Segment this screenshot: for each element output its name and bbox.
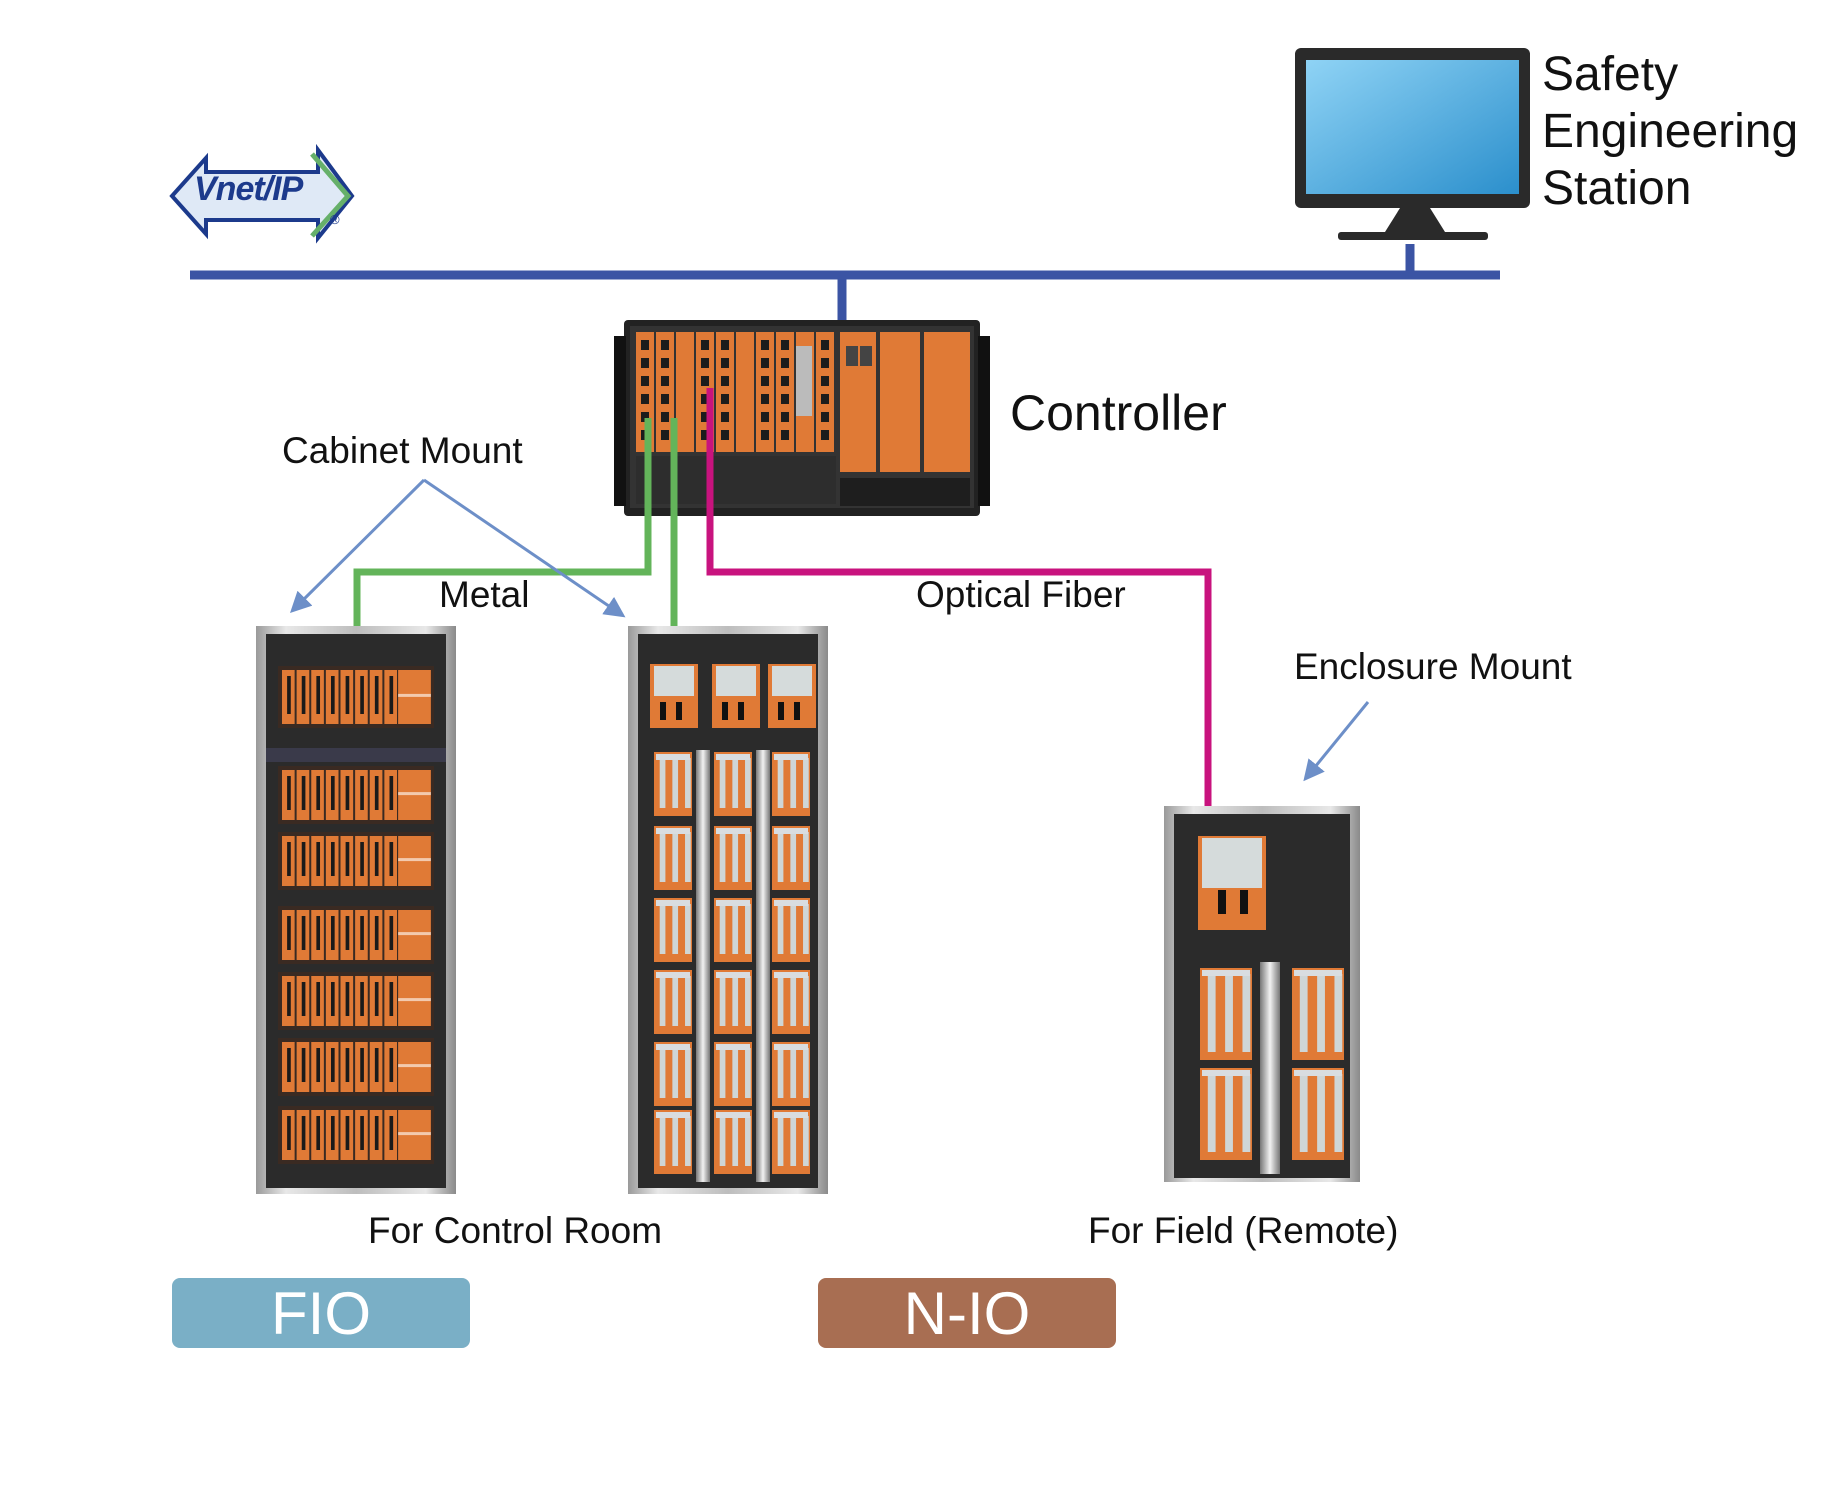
nio-io-module [772, 898, 810, 962]
for-control-room-label: For Control Room [368, 1210, 663, 1251]
nio-io-module [714, 1110, 752, 1174]
controller-io-module [676, 332, 694, 452]
nio-badge: N-IO [818, 1278, 1116, 1348]
vnet-ip-logo-shape [169, 143, 355, 244]
nio-io-module [654, 970, 692, 1034]
pointer-arrows [290, 478, 1370, 782]
nio-io-module [1292, 1068, 1344, 1160]
nio-io-module [654, 826, 692, 890]
nio-io-module [1292, 968, 1344, 1060]
controller-cpu-module-1 [880, 332, 920, 472]
nio-io-module [772, 826, 810, 890]
station-label-line-1: Safety [1542, 48, 1679, 101]
controller-io-module [736, 332, 754, 452]
nio-io-module [714, 1042, 752, 1106]
field-enclosure [1164, 806, 1360, 1182]
safety-engineering-station-label: Safety Engineering Station [1542, 46, 1798, 217]
fio-cabinet [256, 626, 456, 1194]
nio-io-module [714, 898, 752, 962]
fio-badge: FIO [172, 1278, 470, 1348]
vnet-ip-registered-mark: ® [330, 212, 340, 227]
controller-label: Controller [1010, 385, 1227, 441]
fio-node-unit [278, 972, 434, 1030]
controller-cpu-module-2 [924, 332, 970, 472]
nio-adapter-module [650, 664, 698, 728]
nio-adapter-module [712, 664, 760, 728]
nio-io-module [654, 898, 692, 962]
fio-node-unit [278, 766, 434, 824]
nio-io-module [772, 1110, 810, 1174]
nio-adapter-module [768, 664, 816, 728]
nio-io-module [654, 1110, 692, 1174]
fio-node-unit [278, 666, 434, 728]
nio-io-module [772, 1042, 810, 1106]
field-adapter-module [1198, 836, 1266, 930]
monitor-icon [1295, 48, 1530, 240]
nio-io-module [772, 752, 810, 816]
nio-io-module [654, 1042, 692, 1106]
fio-node-unit [278, 906, 434, 964]
nio-io-module [1200, 968, 1252, 1060]
enclosure-mount-label: Enclosure Mount [1294, 646, 1572, 687]
optical-fiber-cable [706, 388, 1212, 868]
fio-node-unit [278, 1038, 434, 1096]
for-field-remote-label: For Field (Remote) [1088, 1210, 1399, 1251]
nio-io-module [714, 752, 752, 816]
cabinet-mount-label: Cabinet Mount [282, 430, 523, 471]
controller-rack [614, 320, 990, 516]
station-label-line-2: Engineering [1542, 105, 1799, 158]
fio-node-unit [278, 1106, 434, 1164]
station-label-line-3: Station [1542, 162, 1692, 215]
nio-io-module [714, 826, 752, 890]
controller-io-module [756, 332, 774, 452]
controller-io-module [776, 332, 794, 452]
nio-io-module [772, 970, 810, 1034]
optical-fiber-label: Optical Fiber [916, 574, 1126, 615]
fio-node-unit [278, 832, 434, 890]
controller-io-module [716, 332, 734, 452]
controller-connector [796, 346, 812, 416]
nio-cabinet [628, 626, 828, 1194]
nio-io-module [714, 970, 752, 1034]
controller-io-module [656, 332, 674, 452]
controller-io-module [816, 332, 834, 452]
metal-label: Metal [439, 574, 530, 615]
vnet-ip-logo: Vnet/IP ® [168, 148, 358, 238]
nio-io-module [1200, 1068, 1252, 1160]
nio-io-module [654, 752, 692, 816]
vnet-ip-logo-text: Vnet/IP [194, 170, 303, 208]
